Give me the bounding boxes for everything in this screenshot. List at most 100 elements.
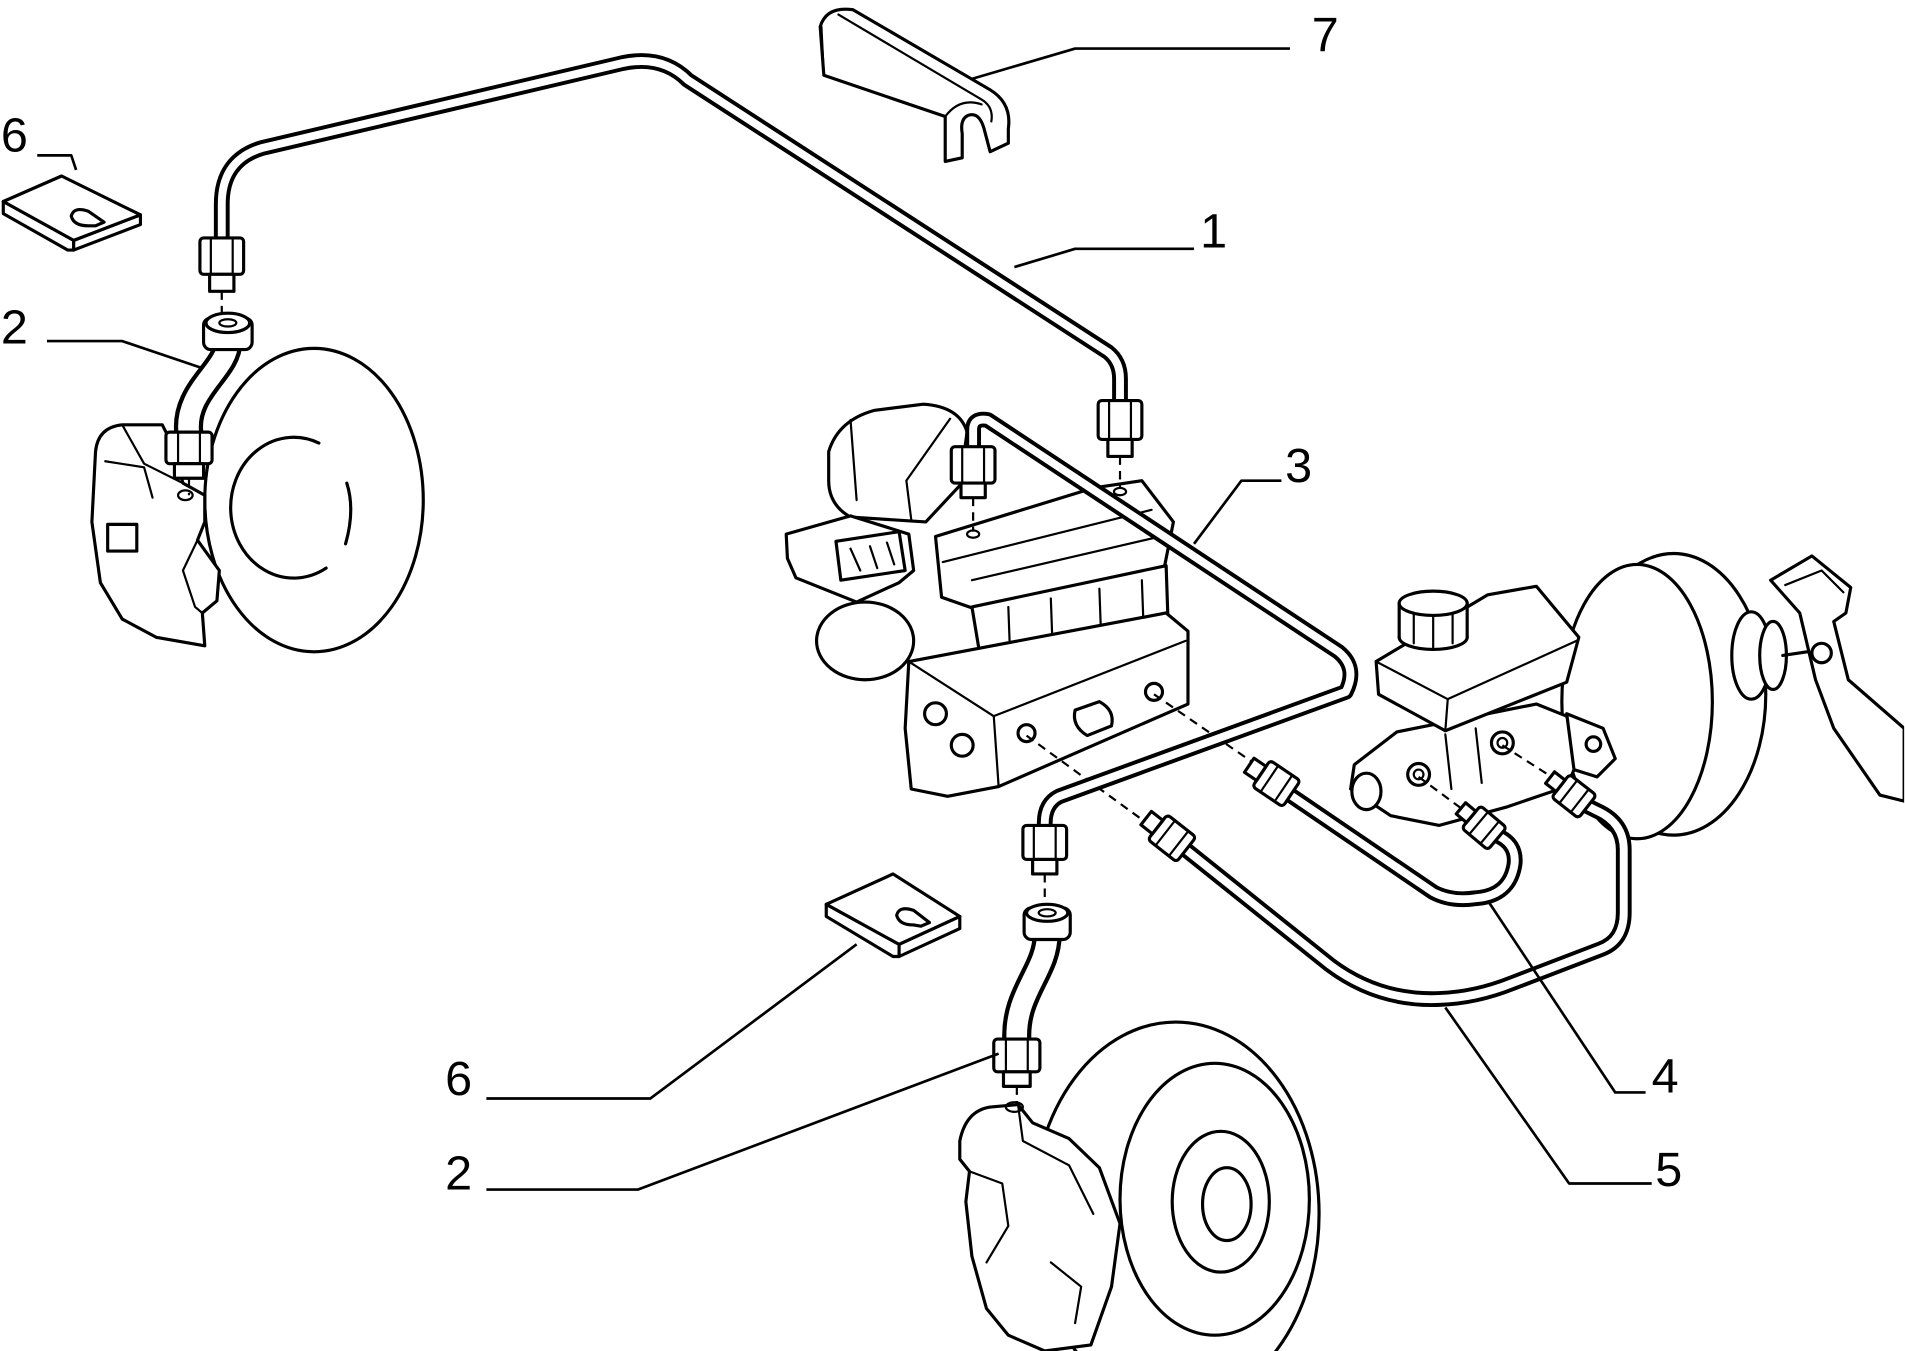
brake-pedal: [1769, 554, 1905, 803]
caliper-upper-edge-3: [181, 539, 204, 615]
hose-lower-nut-facets: [1004, 1037, 1029, 1073]
pedal-edge: [1784, 569, 1845, 594]
leader-6-lower: [486, 943, 858, 1100]
abs-port-2: [949, 732, 975, 758]
leader-5: [1444, 1006, 1652, 1185]
pedal-arm: [1769, 554, 1905, 803]
abs-port-1: [923, 701, 949, 727]
leader-1: [1014, 247, 1195, 269]
disc-upper-outline: [203, 346, 425, 654]
caliper-lower-edge-3: [1049, 1261, 1083, 1325]
pipe-4-spigot-master: [1454, 801, 1478, 825]
sleeve-body: [818, 7, 1011, 164]
brake-booster: [1560, 551, 1818, 841]
caliper-lower-edge-2: [968, 1170, 1010, 1264]
disc-upper-hub-edge: [344, 481, 353, 546]
hose-lower-top-bore: [1037, 908, 1057, 918]
pipe-5-fitting-master: [1544, 770, 1597, 819]
brake-fluid-reservoir: [1374, 584, 1581, 733]
callout-4: 4: [1652, 1049, 1679, 1103]
caliper-upper-edge: [121, 423, 185, 485]
abs-solenoid-lines: [1007, 579, 1146, 675]
leader-2-lower: [486, 1052, 1000, 1191]
master-port-2-hole: [1496, 736, 1509, 749]
leader-4: [1486, 899, 1646, 1094]
pipe-fittings: [198, 236, 1597, 876]
pipe-5-spigot-master: [1544, 770, 1567, 794]
callout-5: 5: [1655, 1143, 1682, 1197]
reservoir-edges: [1375, 639, 1578, 732]
master-port-1: [1406, 761, 1432, 787]
leader-3: [1192, 479, 1282, 545]
abs-housing-edges: [849, 417, 952, 521]
disc-upper-hub-arc: [229, 435, 328, 580]
master-port-1-hole: [1412, 768, 1425, 781]
callout-3: 3: [1285, 439, 1312, 493]
master-cylinder-ribs: [1444, 727, 1483, 791]
pipe-5-bore: [1178, 804, 1623, 1000]
shim-upper-face: [1, 174, 143, 242]
caliper-lower-edge: [1016, 1103, 1095, 1215]
shim-upper: [1, 174, 143, 252]
pipe-3-nut-top-facets: [961, 445, 986, 485]
disc-lower-ring: [1118, 1061, 1311, 1337]
pipe-3-fitting-bottom: [1021, 823, 1069, 876]
guide-abs-pipe4: [1153, 693, 1264, 771]
reservoir-cap-sides: [1397, 601, 1469, 639]
pedal-clevis: [1810, 641, 1833, 665]
callout-7: 7: [1312, 8, 1339, 62]
shim-lower-face: [824, 872, 962, 946]
pipe-3-spigot-bottom: [1031, 857, 1059, 876]
hose-lower-spigot: [1001, 1070, 1032, 1088]
hose-upper-nut: [164, 430, 214, 466]
sleeve-edges: [820, 13, 993, 123]
hose-upper-nut-facets: [176, 431, 202, 465]
abs-unit: [784, 402, 1190, 798]
disc-lower-center: [1200, 1166, 1253, 1243]
pipe-5-nut-master-facets: [1558, 779, 1590, 814]
flange-bolt-hole: [1584, 735, 1603, 753]
abs-connector: [834, 530, 907, 582]
pipe-3-nut-top: [949, 445, 997, 485]
abs-pump-motor: [814, 600, 916, 682]
sleeve-opening: [944, 101, 983, 118]
caliper-upper-edge-2: [104, 460, 154, 499]
pipe-1-fitting-left: [198, 236, 246, 293]
flexible-hose-upper: [164, 311, 254, 480]
abs-control-housing: [827, 402, 969, 524]
disc-lower-hub: [1170, 1129, 1271, 1274]
pipe-4-fitting-master: [1454, 801, 1507, 851]
callout-labels: 7 6 1 2 3 4 5 6 2: [1, 8, 1682, 1201]
master-cylinder-nose: [1350, 771, 1383, 812]
callout-leaders: [37, 47, 1652, 1191]
flexible-hose-lower: [992, 902, 1072, 1088]
pipe-4-spigot-abs: [1242, 756, 1268, 783]
reservoir-cap-top: [1397, 589, 1469, 617]
pipe-1-spigot-right: [1106, 437, 1134, 458]
callout-6-lower: 6: [445, 1052, 472, 1106]
leader-6-upper: [37, 154, 78, 171]
shim-lower: [824, 872, 962, 959]
pipe-1-nut-right-facets: [1107, 399, 1133, 441]
brake-pipe-5: [1178, 804, 1623, 1000]
pipe-3-nut-bottom-facets: [1032, 824, 1057, 861]
callout-6-upper: 6: [1, 109, 28, 163]
caliper-upper-port: [176, 489, 194, 502]
hose-lower-top-face: [1024, 902, 1070, 923]
master-port-2: [1489, 730, 1515, 756]
pipe-5-fitting-abs: [1139, 809, 1197, 863]
caliper-upper-window: [106, 522, 139, 553]
caliper-lower-port: [1004, 1101, 1024, 1113]
diagram-content: 7 6 1 2 3 4 5 6 2: [1, 7, 1905, 1351]
hose-lower-nut: [992, 1037, 1042, 1074]
abs-front-block-edges: [907, 639, 1187, 788]
guide-abs-pipe5: [1025, 734, 1161, 834]
callout-2-upper: 2: [1, 301, 28, 355]
shim-upper-slot: [69, 208, 106, 228]
reservoir-cap-ribs: [1412, 613, 1454, 650]
pipe-5-spigot-abs: [1139, 809, 1165, 836]
hose-upper-spigot: [172, 462, 206, 480]
abs-connector-pins: [849, 541, 896, 572]
abs-valve-block-grooves: [941, 508, 1162, 582]
